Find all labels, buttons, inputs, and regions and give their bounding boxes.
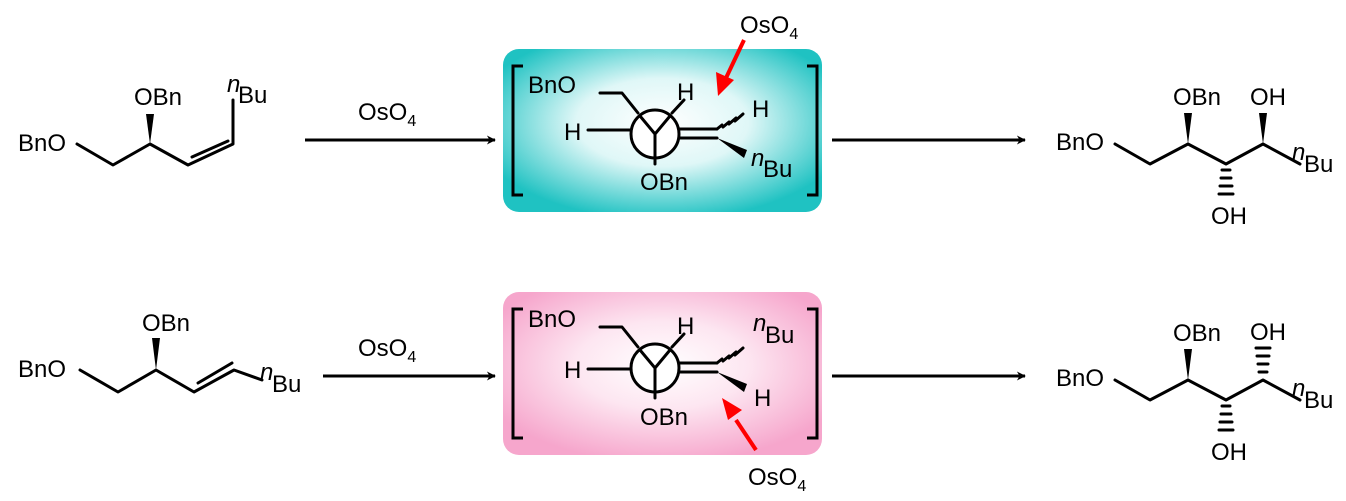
bu-label: Bu xyxy=(238,82,267,109)
attack-arrow-head xyxy=(716,72,734,96)
bno-label: BnO xyxy=(1056,129,1104,156)
bno-label: BnO xyxy=(528,306,576,333)
bu-label: Bu xyxy=(763,156,792,183)
oh-label: OH xyxy=(1250,84,1286,111)
bu-label: Bu xyxy=(1304,387,1333,414)
reagent-label: OsO4 xyxy=(358,335,416,366)
h-label: H xyxy=(564,357,581,384)
reaction-arrow-2: OsO4 xyxy=(323,335,496,381)
reaction-2: BnO OBn n Bu OsO4 BnO xyxy=(18,292,1333,495)
bno-label: BnO xyxy=(1056,365,1104,392)
n-prefix: n xyxy=(1292,139,1305,166)
obn-label: OBn xyxy=(1173,320,1221,347)
h-label: H xyxy=(754,385,771,412)
h-label: H xyxy=(677,313,694,340)
h-label: H xyxy=(677,79,694,106)
h-label: H xyxy=(752,96,769,123)
wedge-bond xyxy=(1184,113,1192,144)
n-prefix: n xyxy=(751,145,764,172)
obn-label: OBn xyxy=(142,310,190,337)
bno-label: BnO xyxy=(528,72,576,99)
n-prefix: n xyxy=(227,71,240,98)
product-diol-1: BnO OBn OH OH n Bu xyxy=(1056,84,1333,230)
bno-label: BnO xyxy=(18,356,66,383)
obn-label: OBn xyxy=(640,404,688,431)
bno-label: BnO xyxy=(18,130,66,157)
substrate-z-alkene: BnO OBn n Bu xyxy=(18,71,267,167)
reagent-label: OsO4 xyxy=(740,12,798,43)
reagent-label: OsO4 xyxy=(358,99,416,130)
product-diol-2: BnO OBn OH OH n Bu xyxy=(1056,319,1333,466)
transition-state-teal: BnO H H H OBn n Bu OsO4 xyxy=(503,12,822,212)
wedge-bond xyxy=(717,138,747,158)
n-prefix: n xyxy=(753,310,766,337)
reaction-1: BnO OBn n Bu OsO4 BnO xyxy=(18,12,1333,230)
obn-label: OBn xyxy=(640,169,688,196)
oh-label: OH xyxy=(1211,203,1247,230)
bu-label: Bu xyxy=(1304,151,1333,178)
wedge-bond xyxy=(1259,113,1267,144)
wedge-bond xyxy=(146,114,154,144)
bu-label: Bu xyxy=(272,371,301,398)
obn-label: OBn xyxy=(134,84,182,111)
h-label: H xyxy=(564,119,581,146)
substrate-e-alkene: BnO OBn n Bu xyxy=(18,310,301,398)
attack-arrow-head xyxy=(722,398,742,420)
obn-label: OBn xyxy=(1173,84,1221,111)
wedge-bond xyxy=(717,372,747,392)
bu-label: Bu xyxy=(765,322,794,349)
oh-label: OH xyxy=(1211,439,1247,466)
n-prefix: n xyxy=(1292,375,1305,402)
transition-state-pink: BnO H H n Bu H OBn OsO4 xyxy=(503,292,822,495)
wedge-bond xyxy=(1184,349,1192,380)
n-prefix: n xyxy=(260,359,273,386)
wedge-bond xyxy=(152,338,160,370)
reaction-arrow-1: OsO4 xyxy=(305,99,496,145)
reagent-label: OsO4 xyxy=(748,464,806,495)
oh-label: OH xyxy=(1250,319,1286,346)
